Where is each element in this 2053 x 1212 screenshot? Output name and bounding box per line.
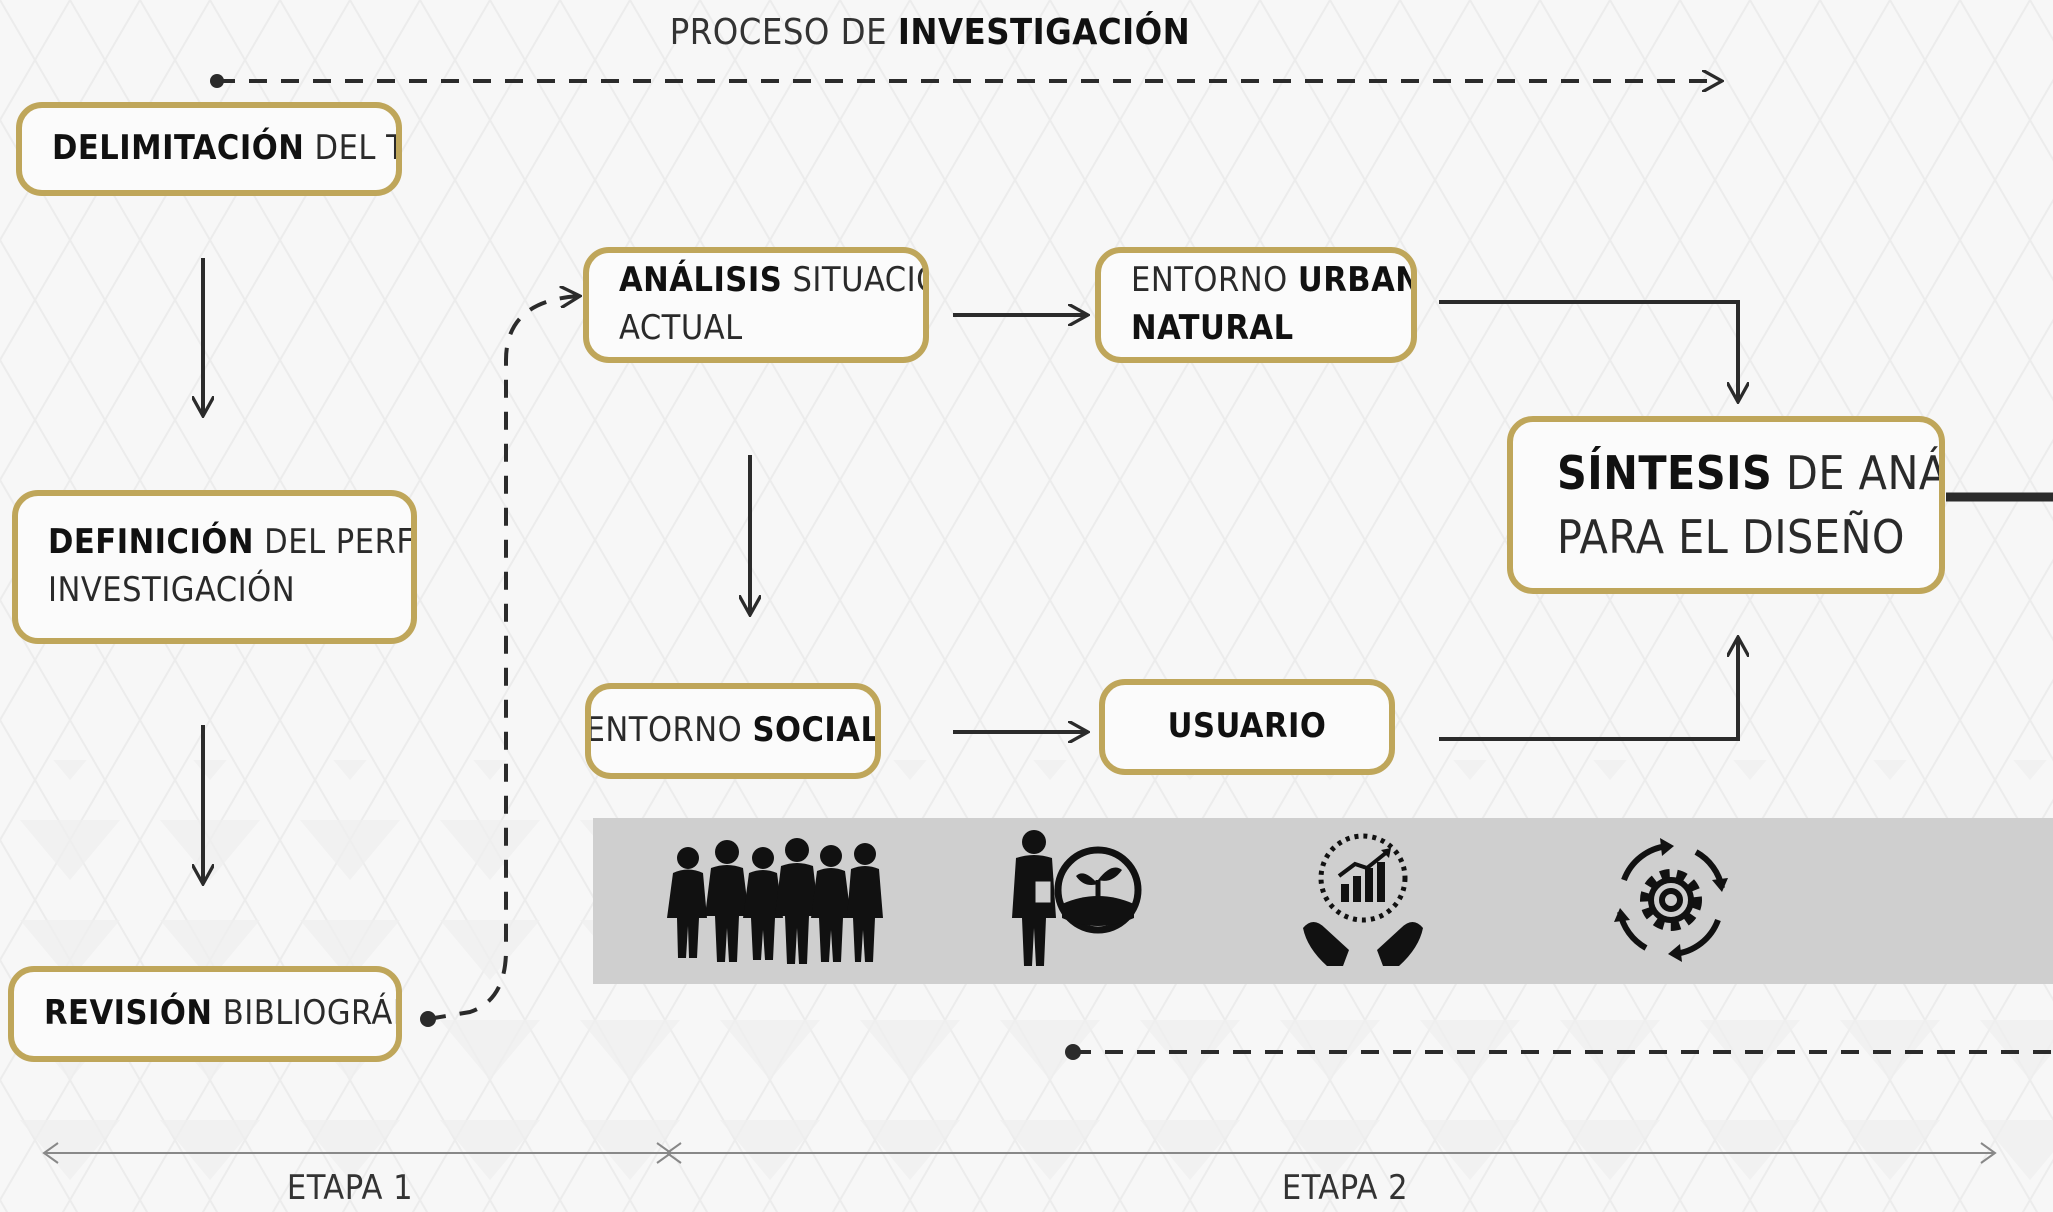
node-entorno-urbano: ENTORNO URBANO / NATURAL: [1095, 247, 1417, 363]
node-definicion: DEFINICIÓN DEL PERFIL DE INVESTIGACIÓN: [12, 490, 417, 644]
stage-2-label: ETAPA 2: [1281, 1168, 1409, 1208]
node-sintesis: SÍNTESIS DE ANÁLISIS PARA EL DISEÑO: [1507, 416, 1945, 594]
diagram-title: PROCESO DE INVESTIGACIÓN: [669, 12, 1191, 53]
stage-1-label: ETAPA 1: [286, 1168, 414, 1208]
dashed-connector-revision-analisis: [420, 296, 580, 1027]
arrow-urbano-sintesis: [1439, 300, 1738, 402]
group-of-people-icon: [667, 838, 883, 964]
arrow-usuario-sintesis: [1439, 637, 1738, 741]
gear-cycle-icon: [1614, 838, 1728, 962]
person-with-plant-icon: [1012, 830, 1142, 966]
node-usuario: USUARIO: [1099, 679, 1395, 775]
lower-dashed-line: [1065, 1044, 2053, 1060]
stage-1-range: [42, 1142, 673, 1164]
node-analisis: ANÁLISIS SITUACIÓN ACTUAL: [583, 247, 929, 363]
node-delimitacion: DELIMITACIÓN DEL TEMA: [16, 102, 402, 196]
node-entorno-social: ENTORNO SOCIAL: [585, 683, 881, 779]
process-arrow: [210, 74, 1722, 88]
hands-holding-growth-chart-icon: [1303, 833, 1423, 966]
icon-band: [593, 818, 2053, 984]
stage-2-range: [665, 1142, 1997, 1164]
node-revision: REVISIÓN BIBLIOGRÁFICA: [8, 966, 402, 1062]
